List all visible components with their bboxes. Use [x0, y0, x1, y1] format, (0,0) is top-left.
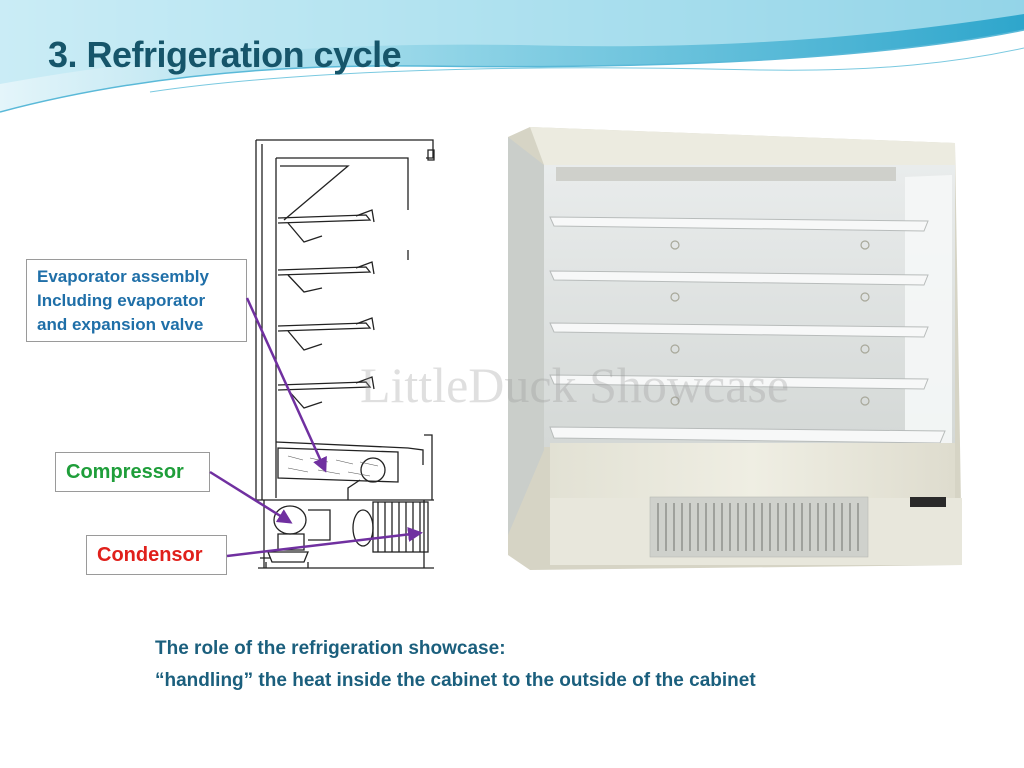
watermark-text: LittleDuck Showcase — [360, 357, 790, 413]
slide-title: 3. Refrigeration cycle — [48, 34, 402, 75]
caption-line-1: The role of the refrigeration showcase: — [155, 638, 506, 659]
evaporator-callout-line: Evaporator assembly — [37, 267, 209, 286]
header-wave — [0, 0, 1024, 120]
showcase-cabinet-illustration — [508, 127, 962, 570]
compressor-callout: Compressor — [55, 452, 210, 492]
condensor-callout: Condensor — [86, 535, 227, 575]
compressor-label: Compressor — [66, 461, 184, 483]
caption-line-2: “handling” the heat inside the cabinet t… — [155, 670, 756, 691]
evaporator-callout-line: and expansion valve — [37, 315, 204, 334]
condensor-label: Condensor — [97, 544, 203, 566]
evaporator-callout: Evaporator assembly Including evaporator… — [26, 259, 247, 342]
caption: The role of the refrigeration showcase: … — [155, 633, 756, 697]
cabinet-side-diagram — [255, 139, 435, 569]
evaporator-callout-line: Including evaporator — [37, 291, 206, 310]
